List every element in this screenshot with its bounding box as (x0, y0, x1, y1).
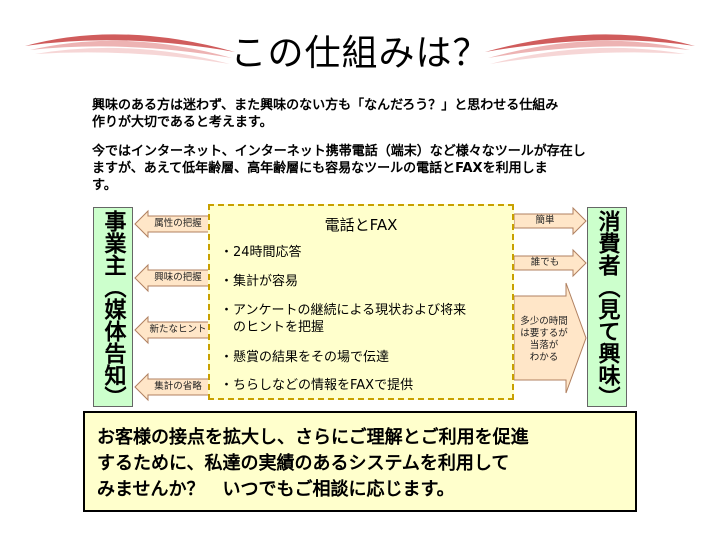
left-arrow-label-2: 興味の把握 (154, 272, 202, 283)
right-arrow-2 (513, 248, 587, 278)
feature-item: ・集計が容易 (220, 274, 299, 289)
right-box-consumer: 消費者（見て興味） (587, 207, 627, 408)
left-arrow-label-3: 新たなヒント (149, 324, 207, 335)
feature-item: ・24時間応答 (220, 245, 302, 260)
feature-item: ・懸賞の結果をその場で伝達 (220, 350, 390, 365)
feature-item: ・ちらしなどの情報をFAXで提供 (220, 378, 414, 393)
left-arrow-label-1: 属性の把握 (154, 218, 202, 229)
right-arrow-label-2: 誰でも (530, 257, 560, 268)
feature-item: ・アンケートの継続による現状および将来 のヒントを把握 (220, 303, 467, 335)
page-title: この仕組みは？ (230, 33, 490, 74)
bottom-message-box: お客様の接点を拡大し、さらにご理解とご利用を促進 するために、私達の実績のあるシ… (83, 411, 637, 512)
center-title: 電話とFAX (324, 216, 398, 234)
right-arrow-1 (513, 206, 587, 236)
decorative-swoosh (25, 34, 695, 64)
center-box: 電話とFAX ・24時間応答 ・集計が容易 ・アンケートの継続による現状および将… (208, 204, 514, 400)
left-arrow-label-4: 集計の省略 (154, 381, 202, 392)
right-arrow-label-1: 簡単 (535, 215, 555, 226)
intro-paragraph-1: 興味のある方は迷わず、また興味のない方も「なんだろう？」と思わせる仕組み 作りが… (92, 98, 559, 130)
right-arrow-label-3: 多少の時間 は要するが 当落が わかる (520, 316, 568, 363)
intro-paragraph-2: 今ではインターネット、インターネット携帯電話（端末）など様々なツールが存在し ま… (92, 144, 586, 193)
right-arrow-3 (513, 282, 587, 394)
left-box-business-owner: 事業主（媒体告知） (93, 207, 133, 408)
